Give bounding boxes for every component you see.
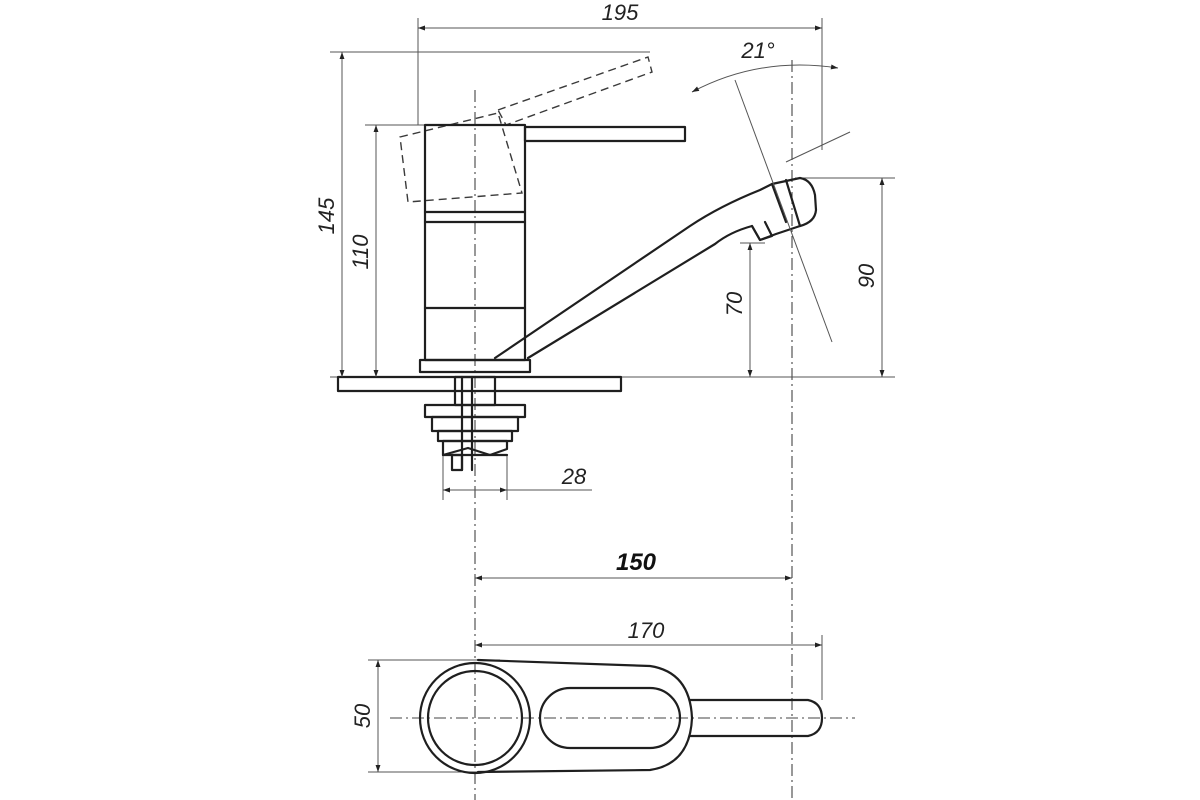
base-plate [336,375,623,393]
dim-label-195: 195 [602,0,639,25]
spout-top-outline [476,658,694,774]
extension-lines [330,18,895,773]
lever-handle [523,125,687,143]
dimensions: 195 145 110 70 90 21° 28 150 170 [314,0,885,772]
spout-top-slot [538,686,682,750]
body-top-circle [418,661,532,775]
dim-label-70: 70 [722,291,747,316]
dim-label-110: 110 [348,234,373,270]
spout [493,176,818,360]
faucet-front-view [336,56,818,472]
center-lines [390,60,855,800]
dim-label-170: 170 [628,618,665,643]
dim-label-angle: 21° [740,38,774,63]
dim-label-145: 145 [314,197,339,234]
angle-dimension: 21° [691,38,851,343]
dim-label-50: 50 [350,703,375,728]
dim-label-90: 90 [854,263,879,288]
mounting-shank [423,375,527,472]
dim-label-28: 28 [561,464,587,489]
faucet-top-view [418,658,824,775]
lever-rotated-ghost [399,56,653,203]
dim-label-150: 150 [616,549,657,576]
lever-top [688,698,824,738]
